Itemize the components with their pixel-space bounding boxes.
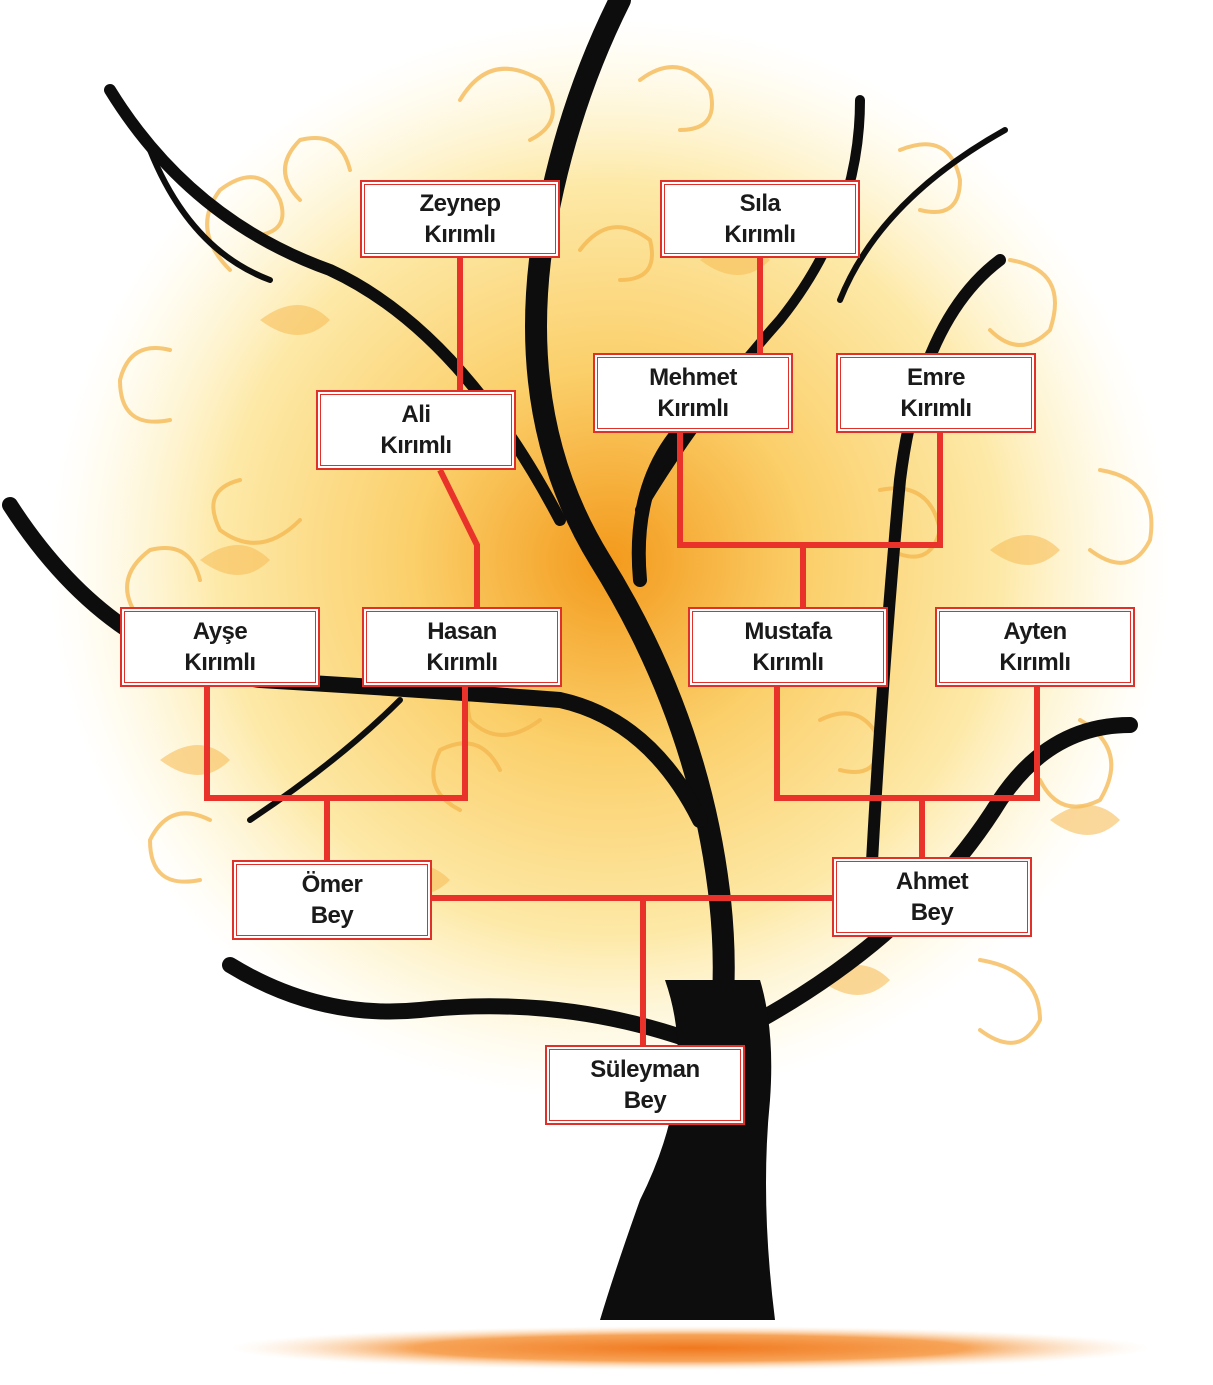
connector-ayse-hasan-couple [204,687,468,801]
connector-mehmet-emre-couple [677,433,943,548]
person-first-name: Ayşe [192,618,248,645]
connector-ali-to-hasan [437,468,480,607]
ground-shadow [230,1326,1150,1370]
person-first-name: Zeynep [419,190,501,217]
person-first-name: Hasan [427,618,497,645]
person-first-name: Ömer [301,871,363,898]
person-surname: Kırımlı [426,649,498,676]
person-first-name: Mustafa [744,618,832,645]
person-first-name: Mehmet [649,364,737,391]
person-first-name: Emre [906,364,966,391]
person-first-name: Sıla [739,190,781,217]
person-surname: Kırımlı [380,432,452,459]
person-surname: Bey [623,1087,667,1114]
person-surname: Kırımlı [184,649,256,676]
person-surname: Kırımlı [900,395,972,422]
connector-lines [204,258,1040,1045]
person-surname: Bey [910,899,954,926]
connector-mustafa-ayten-couple [774,687,1040,801]
person-surname: Kırımlı [657,395,729,422]
person-first-name: Süleyman [590,1056,700,1083]
person-surname: Kırımlı [424,221,496,248]
person-surname: Kırımlı [724,221,796,248]
person-first-name: Ali [401,401,431,428]
person-surname: Kırımlı [752,649,824,676]
person-first-name: Ayten [1003,618,1067,645]
person-surname: Kırımlı [999,649,1071,676]
person-first-name: Ahmet [895,868,969,895]
person-surname: Bey [310,902,354,929]
